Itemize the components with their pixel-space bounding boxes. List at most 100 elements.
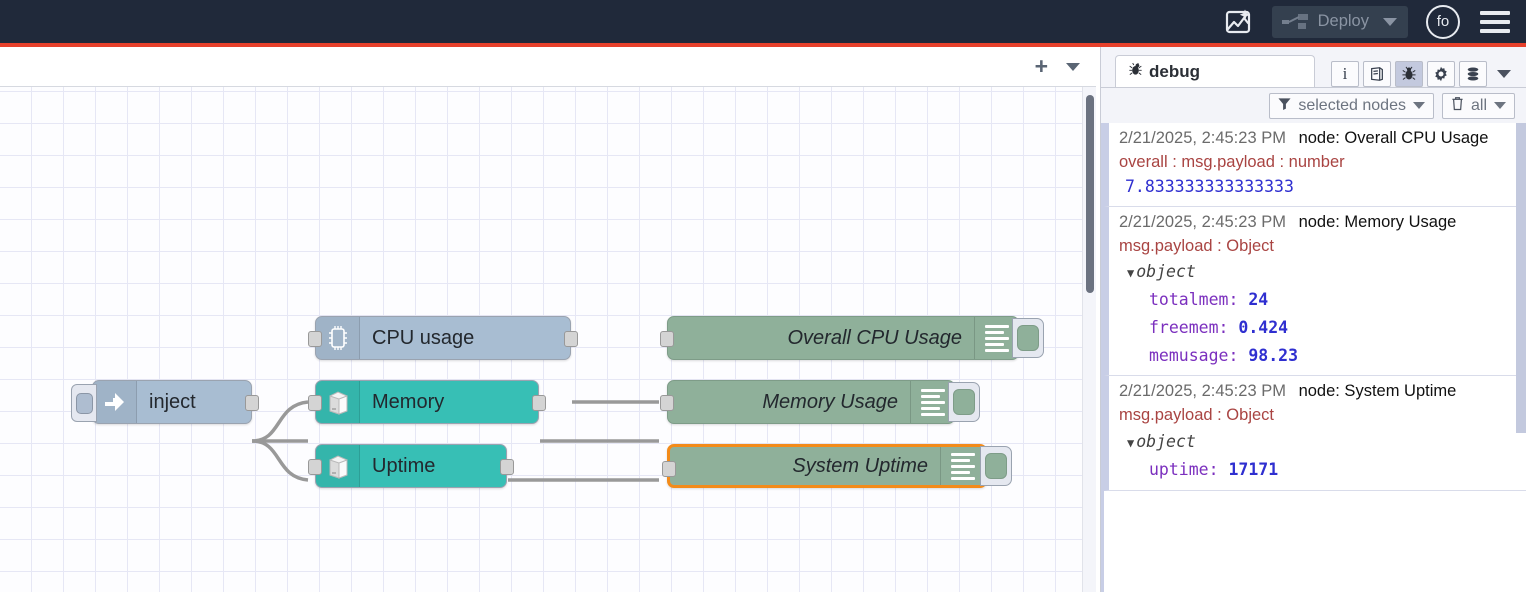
debug-sidebar: debug i bbox=[1100, 47, 1526, 592]
hamburger-menu-icon[interactable] bbox=[1480, 11, 1510, 33]
debug-message-timestamp: 2/21/2025, 2:45:23 PM bbox=[1119, 382, 1286, 400]
flow-tab-menu-chevron-down-icon[interactable] bbox=[1066, 63, 1080, 71]
debug-message[interactable]: 2/21/2025, 2:45:23 PM node: System Uptim… bbox=[1104, 376, 1526, 490]
debug-enable-button[interactable] bbox=[948, 382, 980, 422]
debug-clear-button[interactable]: all bbox=[1442, 93, 1515, 119]
sidebar-tool-buttons: i bbox=[1331, 61, 1511, 87]
deploy-button[interactable]: Deploy bbox=[1272, 6, 1408, 38]
debug-node-filter-button[interactable]: selected nodes bbox=[1269, 93, 1434, 119]
debug-object-value: 24 bbox=[1248, 290, 1268, 309]
debug-sidebar-scrollbar-thumb[interactable] bbox=[1516, 123, 1526, 433]
node-label: System Uptime bbox=[670, 447, 940, 485]
node-output-port[interactable] bbox=[245, 395, 259, 411]
inject-trigger-button[interactable] bbox=[71, 384, 97, 422]
canvas-scrollbar-thumb[interactable] bbox=[1086, 95, 1094, 293]
debug-message-topic: msg.payload : Object bbox=[1119, 235, 1521, 259]
node-output-port[interactable] bbox=[532, 395, 546, 411]
sidebar-tools-chevron-down-icon[interactable] bbox=[1497, 70, 1511, 78]
node-input-port[interactable] bbox=[308, 395, 322, 411]
debug-message[interactable]: 2/21/2025, 2:45:23 PM node: Overall CPU … bbox=[1104, 123, 1526, 207]
node-input-port[interactable] bbox=[308, 331, 322, 347]
debug-object-toggle[interactable]: ▼object bbox=[1119, 428, 1521, 456]
node-input-port[interactable] bbox=[660, 331, 674, 347]
debug-object-label: object bbox=[1136, 432, 1196, 451]
debug-message-topic: msg.payload : Object bbox=[1119, 404, 1521, 428]
flow-canvas[interactable]: inject CPU usage bbox=[0, 87, 1096, 592]
debug-message-topic: overall : msg.payload : number bbox=[1119, 151, 1521, 175]
bug-icon[interactable] bbox=[1395, 61, 1423, 87]
debug-object-key: freemem bbox=[1127, 318, 1219, 337]
deploy-dropdown-caret-icon[interactable] bbox=[1383, 18, 1397, 26]
debug-message-header: 2/21/2025, 2:45:23 PM node: System Uptim… bbox=[1119, 380, 1521, 404]
avatar-initials: fo bbox=[1437, 13, 1450, 30]
debug-message-list[interactable]: 2/21/2025, 2:45:23 PM node: Overall CPU … bbox=[1101, 123, 1526, 592]
node-label: CPU usage bbox=[360, 317, 570, 359]
chevron-down-icon[interactable] bbox=[1413, 102, 1425, 109]
add-flow-tab-button[interactable]: + bbox=[1035, 55, 1048, 78]
debug-message[interactable]: 2/21/2025, 2:45:23 PM node: Memory Usage… bbox=[1104, 207, 1526, 377]
debug-message-header: 2/21/2025, 2:45:23 PM node: Overall CPU … bbox=[1119, 127, 1521, 151]
flow-node-inject[interactable]: inject bbox=[92, 380, 252, 424]
node-label: Uptime bbox=[360, 445, 506, 487]
debug-message-header: 2/21/2025, 2:45:23 PM node: Memory Usage bbox=[1119, 211, 1521, 235]
inject-arrow-icon bbox=[93, 381, 137, 423]
caret-down-icon: ▼ bbox=[1127, 263, 1134, 283]
info-icon[interactable]: i bbox=[1331, 61, 1359, 87]
debug-message-value: 7.833333333333333 bbox=[1119, 175, 1521, 200]
node-input-port[interactable] bbox=[662, 461, 676, 477]
gear-icon[interactable] bbox=[1427, 61, 1455, 87]
funnel-icon bbox=[1278, 97, 1291, 115]
tab-debug[interactable]: debug bbox=[1115, 55, 1315, 87]
debug-message-timestamp: 2/21/2025, 2:45:23 PM bbox=[1119, 213, 1286, 231]
debug-filter-row: selected nodes all bbox=[1101, 87, 1526, 123]
flow-node-uptime[interactable]: Uptime bbox=[315, 444, 507, 488]
debug-message-source-node: node: System Uptime bbox=[1299, 382, 1457, 400]
node-label: Memory bbox=[360, 381, 538, 423]
debug-message-source-node: node: Memory Usage bbox=[1299, 213, 1457, 231]
cpu-chip-icon bbox=[316, 317, 360, 359]
debug-object-toggle[interactable]: ▼object bbox=[1119, 258, 1521, 286]
node-input-port[interactable] bbox=[660, 395, 674, 411]
debug-object-key: totalmem bbox=[1127, 290, 1228, 309]
chevron-down-icon[interactable] bbox=[1494, 102, 1506, 109]
flow-node-memory[interactable]: Memory bbox=[315, 380, 539, 424]
debug-object-entry: freemem: 0.424 bbox=[1119, 314, 1521, 342]
debug-enable-button[interactable] bbox=[980, 446, 1012, 486]
debug-clear-label: all bbox=[1471, 97, 1487, 115]
trash-icon bbox=[1451, 96, 1464, 116]
node-label: Memory Usage bbox=[668, 381, 910, 423]
help-book-icon[interactable] bbox=[1363, 61, 1391, 87]
flow-node-memory-usage[interactable]: Memory Usage bbox=[667, 380, 955, 424]
canvas-vertical-scrollbar[interactable] bbox=[1082, 87, 1096, 592]
node-input-port[interactable] bbox=[308, 459, 322, 475]
flow-node-overall-cpu-usage[interactable]: Overall CPU Usage bbox=[667, 316, 1019, 360]
server-box-icon bbox=[316, 381, 360, 423]
node-output-port[interactable] bbox=[500, 459, 514, 475]
app-header: Deploy fo bbox=[0, 0, 1526, 43]
debug-node-filter-label: selected nodes bbox=[1298, 97, 1406, 115]
deploy-label: Deploy bbox=[1318, 12, 1369, 31]
debug-object-value: 17171 bbox=[1228, 460, 1278, 479]
debug-object-value: 0.424 bbox=[1238, 318, 1288, 337]
debug-object-key: memusage bbox=[1127, 346, 1228, 365]
flow-workspace: + bbox=[0, 47, 1096, 592]
bug-icon bbox=[1128, 62, 1143, 82]
debug-message-source-node: node: Overall CPU Usage bbox=[1299, 129, 1489, 147]
flow-tabbar: + bbox=[0, 47, 1096, 87]
debug-object-key: uptime bbox=[1127, 460, 1209, 479]
context-data-stack-icon[interactable] bbox=[1459, 61, 1487, 87]
node-output-port[interactable] bbox=[564, 331, 578, 347]
flow-assistant-sparkle-icon[interactable] bbox=[1218, 2, 1258, 42]
debug-object-value: 98.23 bbox=[1248, 346, 1298, 365]
debug-enable-button[interactable] bbox=[1012, 318, 1044, 358]
flow-node-cpu-usage[interactable]: CPU usage bbox=[315, 316, 571, 360]
user-avatar[interactable]: fo bbox=[1426, 5, 1460, 39]
node-label: inject bbox=[137, 381, 251, 423]
node-label: Overall CPU Usage bbox=[668, 317, 974, 359]
debug-lines-icon bbox=[940, 447, 984, 485]
debug-object-entry: totalmem: 24 bbox=[1119, 286, 1521, 314]
flow-node-system-uptime[interactable]: System Uptime bbox=[667, 444, 987, 488]
debug-message-timestamp: 2/21/2025, 2:45:23 PM bbox=[1119, 129, 1286, 147]
debug-object-entry: memusage: 98.23 bbox=[1119, 342, 1521, 370]
